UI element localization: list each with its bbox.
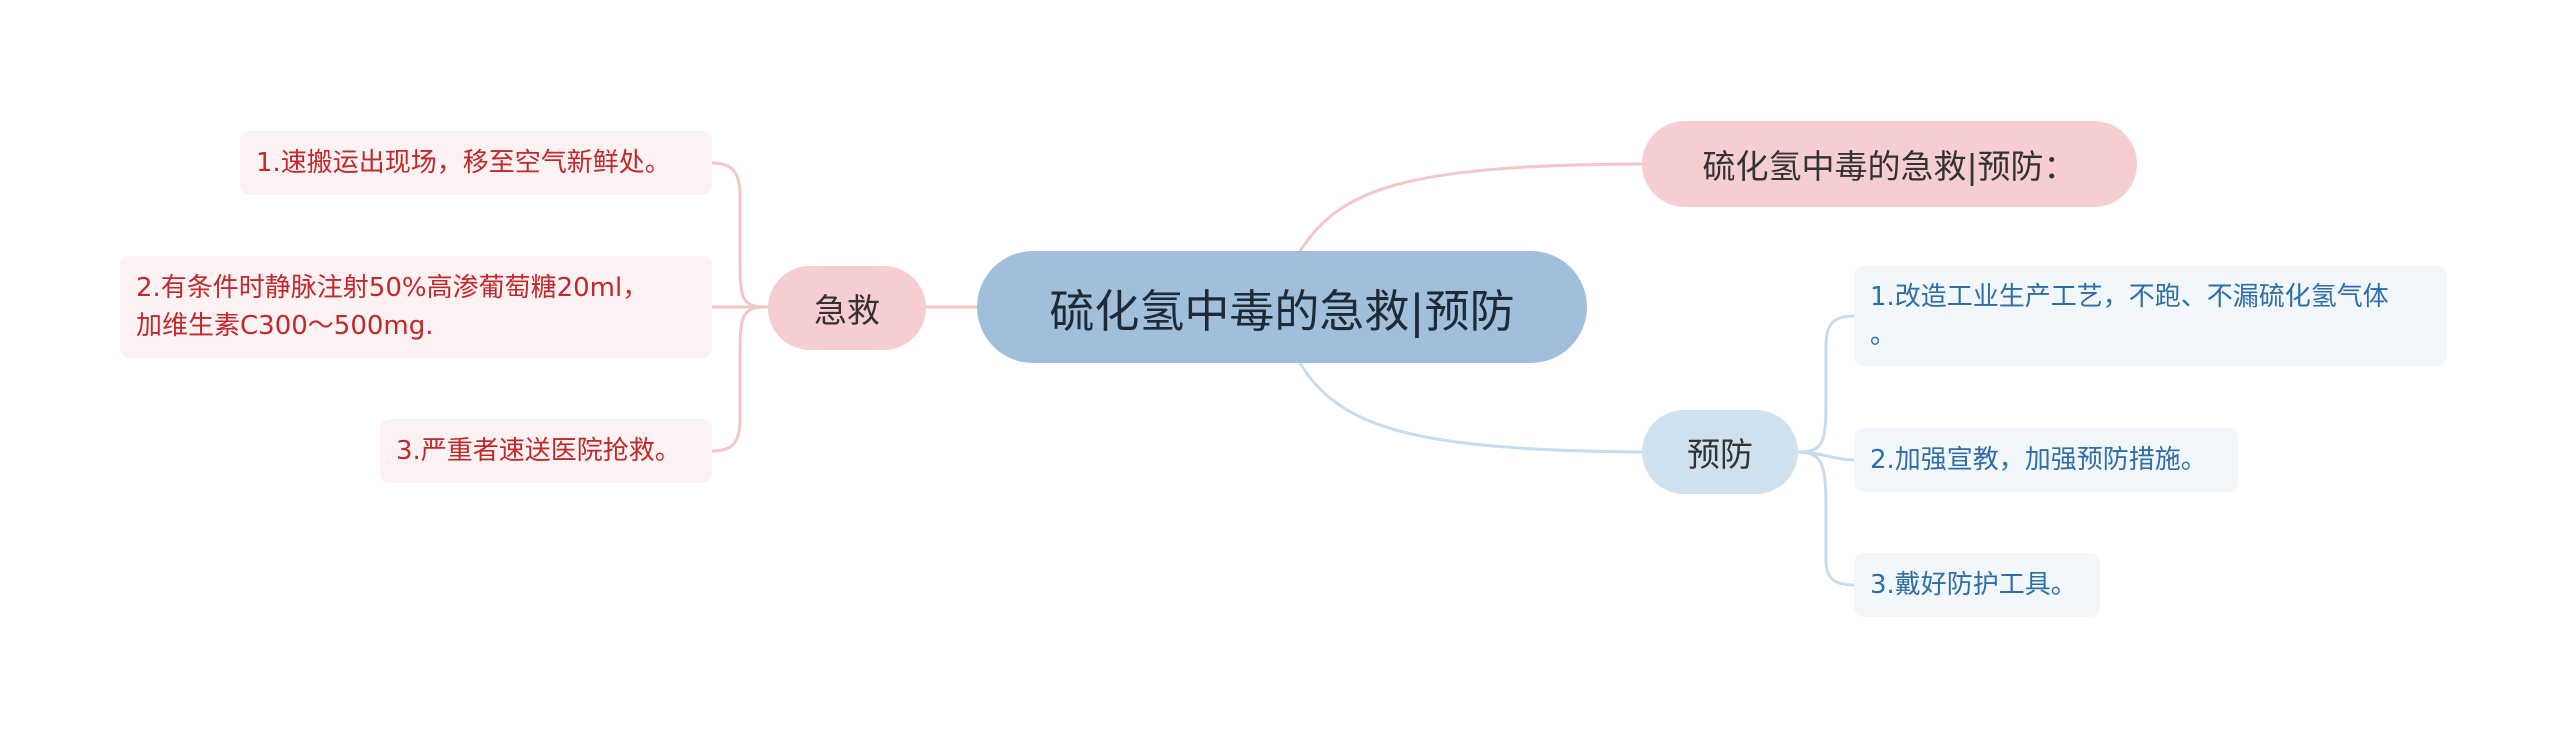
prevention-item-3[interactable]: 3.戴好防护工具。 xyxy=(1854,553,2100,617)
connector-firstaid-leaf-1 xyxy=(711,161,769,309)
prevention-item-2-text: 2.加强宣教，加强预防措施。 xyxy=(1870,445,2207,475)
connector-root-topic xyxy=(1298,162,1643,252)
connector-prevention-leaf-3 xyxy=(1797,450,1855,587)
prevention-item-1-line-2: 。 xyxy=(1870,320,1897,350)
first-aid-item-2[interactable]: 2.有条件时静脉注射50%高渗葡萄糖20ml， 加维生素C300～500mg. xyxy=(120,256,712,358)
first-aid-item-1[interactable]: 1.速搬运出现场，移至空气新鲜处。 xyxy=(240,131,712,195)
branch-prevention[interactable]: 预防 xyxy=(1642,410,1798,494)
prevention-item-1-line-1: 1.改造工业生产工艺，不跑、不漏硫化氢气体 xyxy=(1870,282,2389,312)
prevention-item-1[interactable]: 1.改造工业生产工艺，不跑、不漏硫化氢气体 。 xyxy=(1854,266,2447,366)
central-topic[interactable]: 硫化氢中毒的急救|预防 xyxy=(977,251,1587,363)
connector-root-prevention xyxy=(1298,362,1643,454)
prevention-item-3-text: 3.戴好防护工具。 xyxy=(1870,570,2077,600)
first-aid-item-3-text: 3.严重者速送医院抢救。 xyxy=(396,436,681,466)
first-aid-item-2-line-1: 2.有条件时静脉注射50%高渗葡萄糖20ml， xyxy=(136,273,649,303)
first-aid-item-2-line-2: 加维生素C300～500mg. xyxy=(136,311,434,341)
first-aid-item-1-text: 1.速搬运出现场，移至空气新鲜处。 xyxy=(256,148,671,178)
branch-first-aid[interactable]: 急救 xyxy=(768,266,926,350)
first-aid-item-3[interactable]: 3.严重者速送医院抢救。 xyxy=(380,419,712,483)
connector-prevention-leaf-1 xyxy=(1797,314,1855,454)
topic-title-node[interactable]: 硫化氢中毒的急救|预防： xyxy=(1642,121,2137,207)
connector-firstaid-leaf-3 xyxy=(711,305,769,453)
prevention-item-2[interactable]: 2.加强宣教，加强预防措施。 xyxy=(1854,428,2238,492)
